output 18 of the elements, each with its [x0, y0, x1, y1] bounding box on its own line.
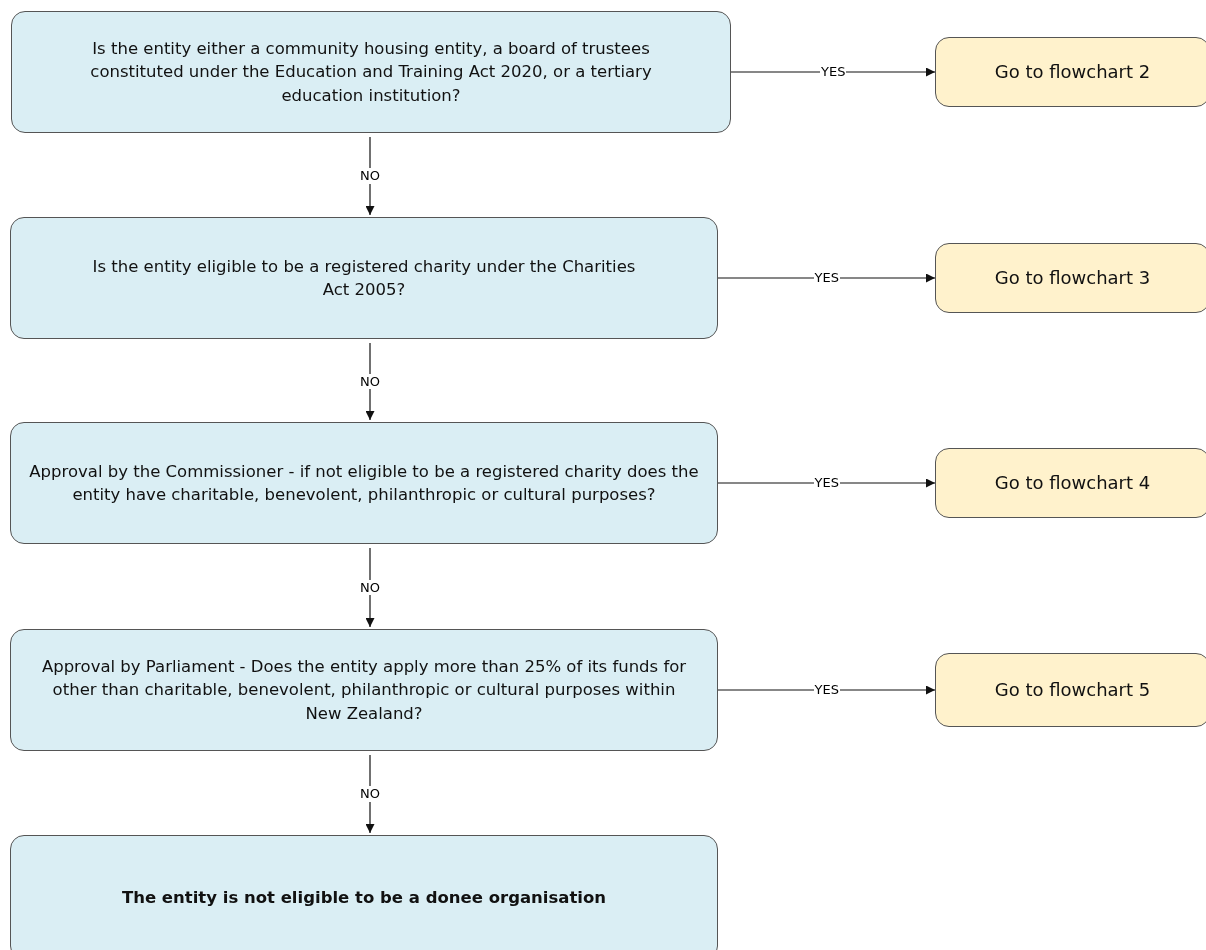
outcome-box: The entity is not eligible to be a donee organisation — [10, 835, 718, 950]
arrow — [365, 754, 375, 834]
edge-label: NO — [359, 373, 381, 390]
edge-label: NO — [359, 168, 381, 184]
arrow — [365, 342, 375, 421]
edge-label: NO — [359, 786, 381, 802]
arrow — [365, 136, 375, 216]
question-box: Is the entity either a community housing entity, a board of trustees constituted under the Education and Training Act 2020, or a tertiary education institution? — [11, 11, 731, 133]
arrow — [730, 67, 936, 77]
edge-label: NO — [359, 579, 381, 596]
result-box: Go to flowchart 5 — [935, 653, 1206, 727]
result-box: Go to flowchart 3 — [935, 243, 1206, 313]
question-box: Approval by Parliament - Does the entity apply more than 25% of its funds for other than charitable, benevolent, philanthropic or cultural purposes within New Zealand? — [10, 629, 718, 751]
result-box: Go to flowchart 2 — [935, 37, 1206, 107]
question-box: Is the entity eligible to be a registered charity under the Charities Act 2005? — [10, 217, 718, 339]
result-box: Go to flowchart 4 — [935, 448, 1206, 518]
question-box: Approval by the Commissioner - if not eligible to be a registered charity does the entity have charitable, benevolent, philanthropic or cultural purposes? — [10, 422, 718, 544]
arrow — [365, 547, 375, 628]
